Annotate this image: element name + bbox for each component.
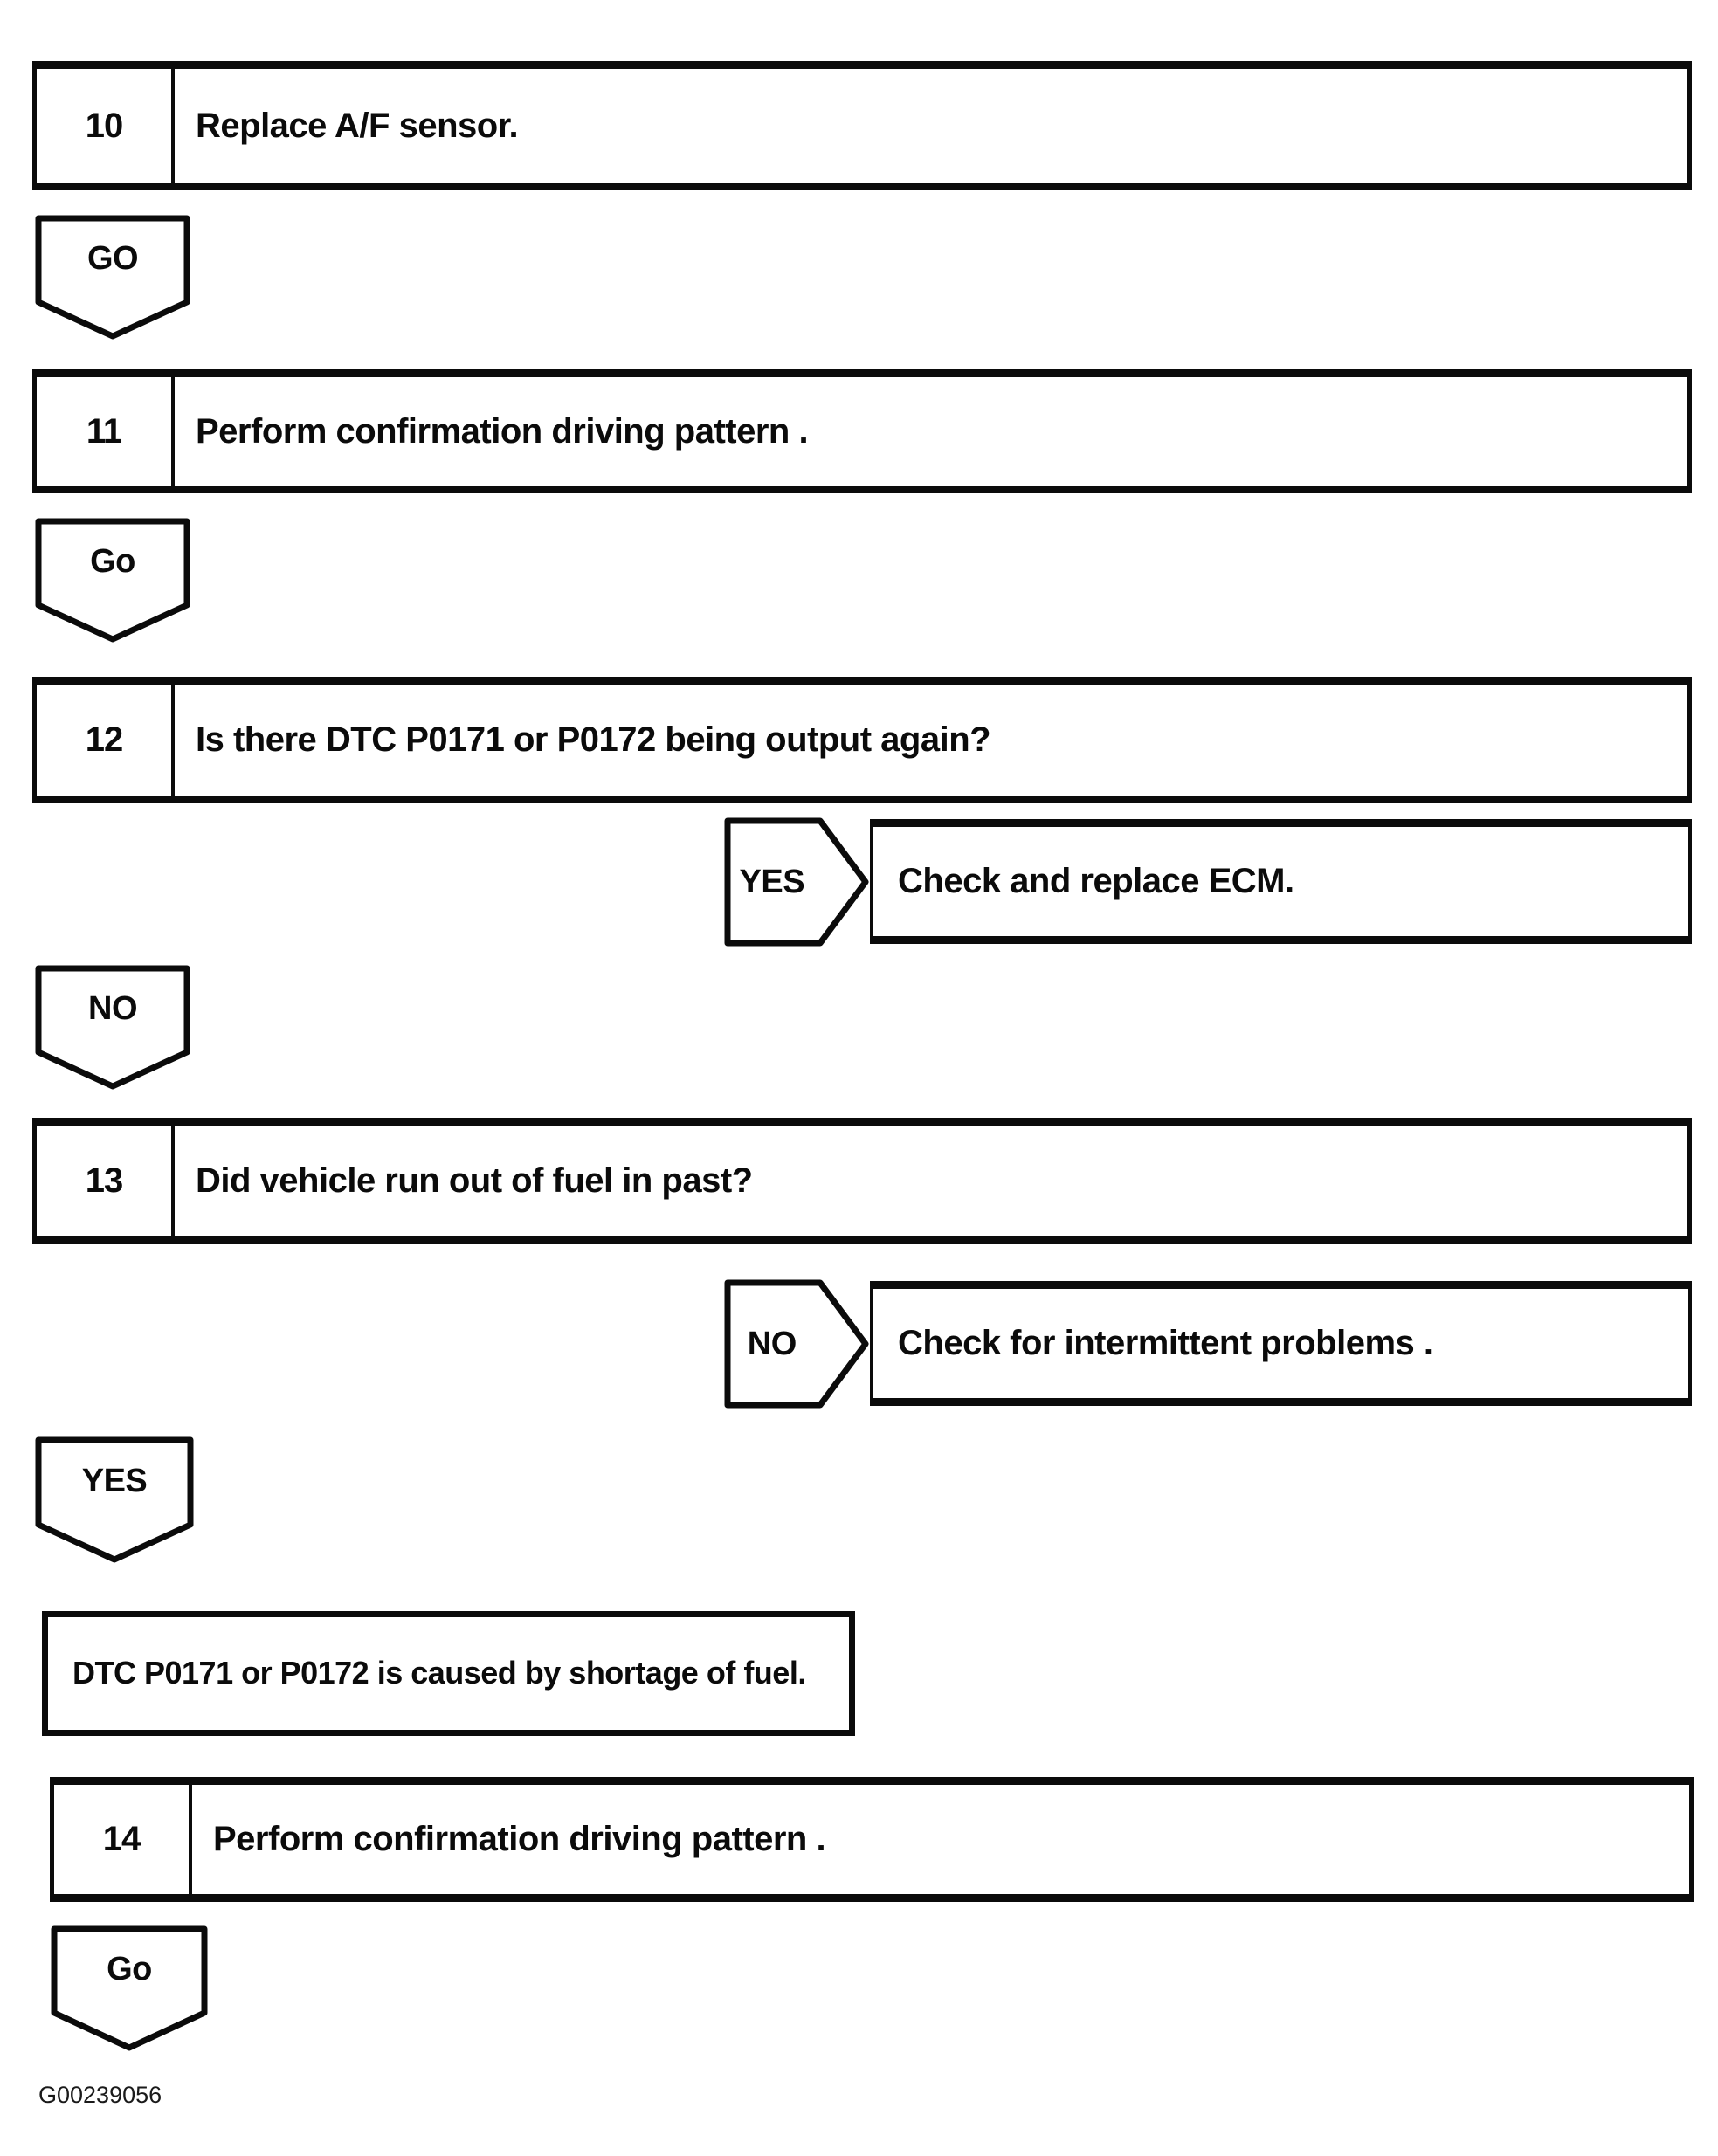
- pentagon-down-icon: [35, 1436, 194, 1563]
- step-box-13: 13 Did vehicle run out of fuel in past?: [32, 1118, 1692, 1244]
- connector-go-3: Go: [51, 1925, 208, 2052]
- step-number: 12: [37, 685, 175, 796]
- step-text: Perform confirmation driving pattern .: [196, 411, 809, 451]
- step-number: 11: [37, 377, 175, 486]
- branch-yes-pentagon: YES: [724, 817, 869, 947]
- connector-go-1: GO: [35, 215, 190, 341]
- pentagon-right-icon: [724, 1279, 869, 1409]
- result-box-ecm: Check and replace ECM.: [870, 819, 1692, 944]
- branch-label: NO: [747, 1325, 797, 1362]
- step-box-14: 14 Perform confirmation driving pattern …: [50, 1777, 1694, 1902]
- step-box-11: 11 Perform confirmation driving pattern …: [32, 369, 1692, 493]
- pentagon-down-icon: [35, 215, 190, 340]
- step-box-12: 12 Is there DTC P0171 or P0172 being out…: [32, 677, 1692, 803]
- step-number: 10: [37, 69, 175, 183]
- connector-label: YES: [81, 1462, 148, 1499]
- connector-label: Go: [90, 542, 135, 580]
- pentagon-down-icon: [35, 518, 190, 643]
- connector-no-1: NO: [35, 965, 190, 1091]
- connector-go-2: Go: [35, 518, 190, 644]
- result-box-intermittent: Check for intermittent problems .: [870, 1281, 1692, 1406]
- connector-label: NO: [88, 989, 138, 1027]
- conclusion-text: DTC P0171 or P0172 is caused by shortage…: [72, 1655, 806, 1691]
- step-number: 14: [54, 1785, 192, 1894]
- connector-label: GO: [86, 239, 139, 277]
- result-text: Check for intermittent problems .: [898, 1324, 1433, 1362]
- step-text: Did vehicle run out of fuel in past?: [196, 1161, 753, 1200]
- branch-label: YES: [739, 863, 805, 900]
- pentagon-right-icon: [724, 817, 869, 947]
- step-text: Is there DTC P0171 or P0172 being output…: [196, 720, 991, 759]
- pentagon-down-icon: [35, 965, 190, 1090]
- step-box-10: 10 Replace A/F sensor.: [32, 61, 1692, 190]
- connector-label: Go: [107, 1951, 152, 1988]
- step-text: Replace A/F sensor.: [196, 106, 519, 145]
- conclusion-box: DTC P0171 or P0172 is caused by shortage…: [42, 1611, 855, 1736]
- step-text: Perform confirmation driving pattern .: [213, 1820, 826, 1858]
- step-number: 13: [37, 1126, 175, 1236]
- pentagon-down-icon: [51, 1925, 208, 2051]
- branch-no-pentagon: NO: [724, 1279, 869, 1409]
- result-text: Check and replace ECM.: [898, 862, 1294, 900]
- figure-code: G00239056: [38, 2082, 162, 2108]
- connector-yes-1: YES: [35, 1436, 194, 1564]
